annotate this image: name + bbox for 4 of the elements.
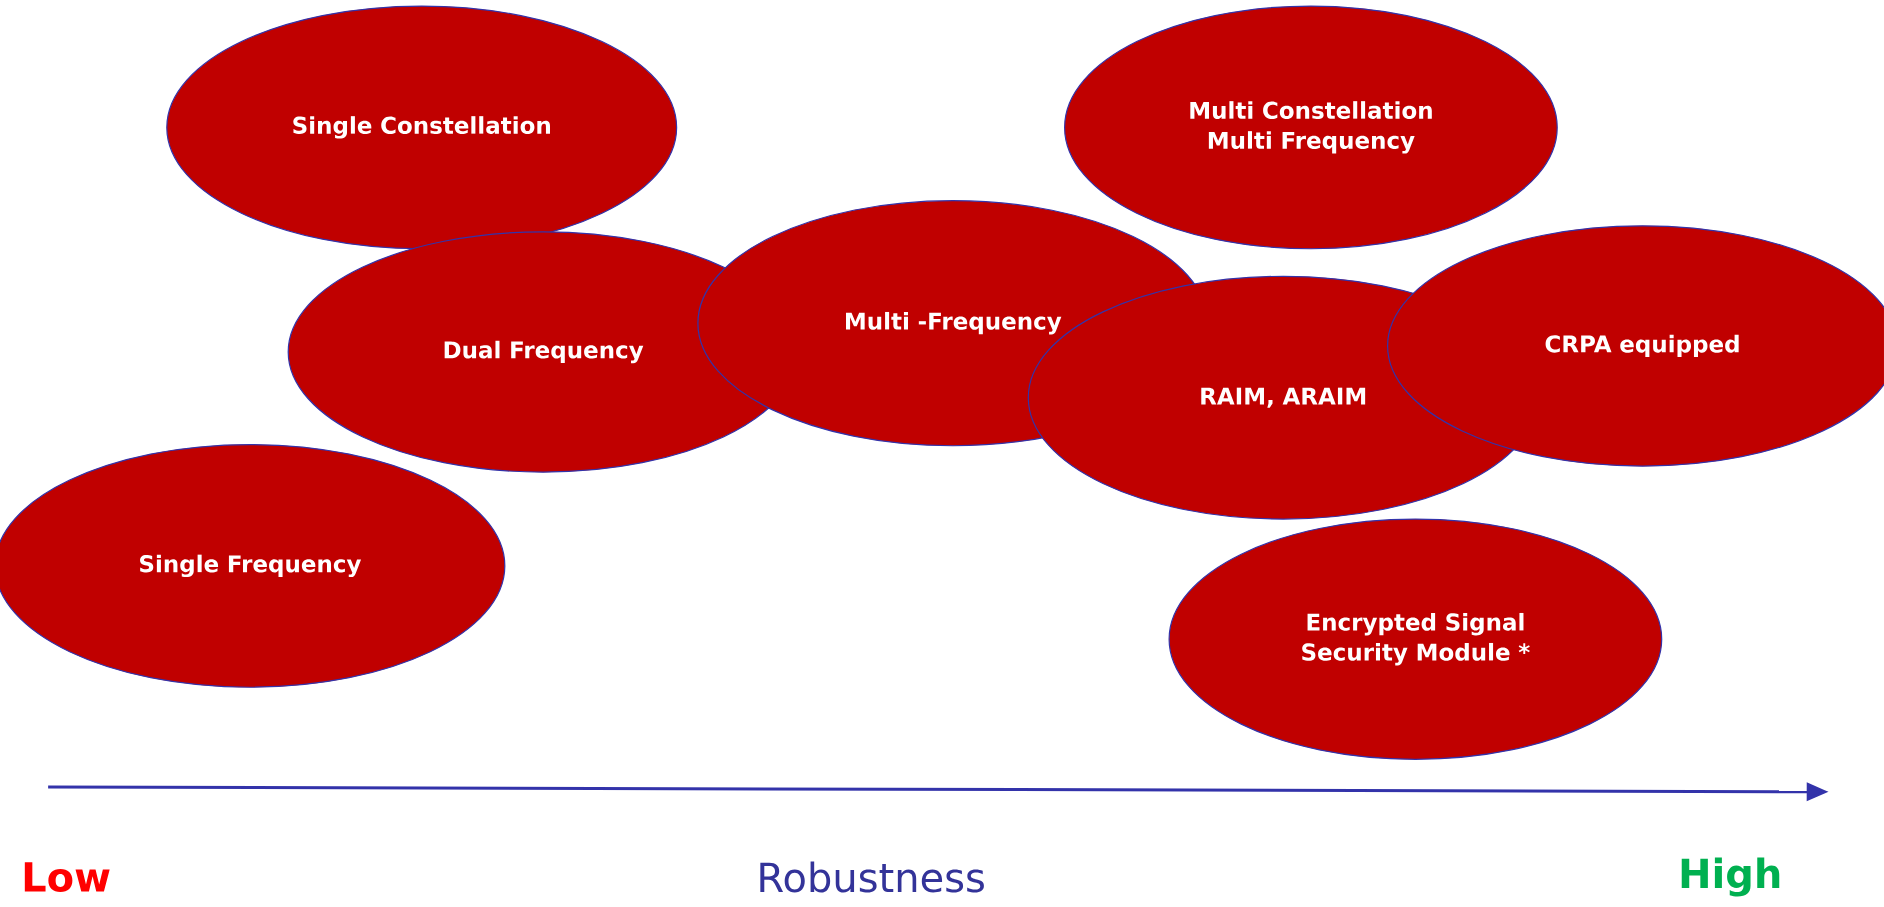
axis-label: Robustness	[760, 861, 984, 893]
axis-label: Low	[24, 862, 110, 892]
axis-label: High	[1681, 857, 1780, 897]
node-label: CRPA equipped	[1545, 334, 1739, 358]
